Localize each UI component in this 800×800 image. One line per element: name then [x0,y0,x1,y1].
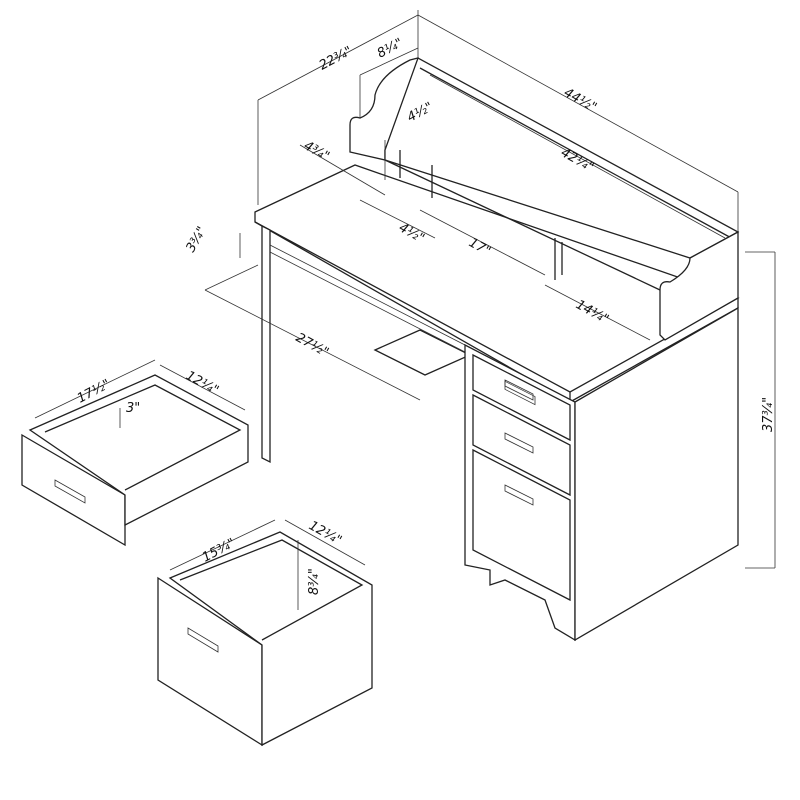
small-drawer-open [21,359,249,547]
label-hutch-depth: 8¼" [375,36,406,62]
desk [254,57,740,642]
pedestal-side [574,306,739,642]
label-small-drawer-height: 3" [126,401,140,416]
left-leg [261,224,271,464]
hutch-right-side [659,230,739,341]
large-drawer-box [168,531,373,747]
pedestal-drawer-bottom [472,448,571,602]
label-desk-width: 44½" [561,85,599,115]
small-drawer-front [21,433,126,547]
label-desk-depth: 22¾" [317,44,355,74]
label-large-drawer-height: 8¾" [307,568,322,595]
label-top-thickness: 3¾" [183,224,209,255]
small-drawer-box [28,374,249,527]
dimension-lines [204,10,776,569]
label-knee-space-width: 27½" [293,330,331,360]
desktop [254,164,740,393]
label-desk-height: 37¾" [761,397,776,432]
large-drawer-open [157,519,373,747]
pedestal-drawer-middle [472,393,571,497]
label-large-drawer-width: 12¼" [306,518,344,548]
